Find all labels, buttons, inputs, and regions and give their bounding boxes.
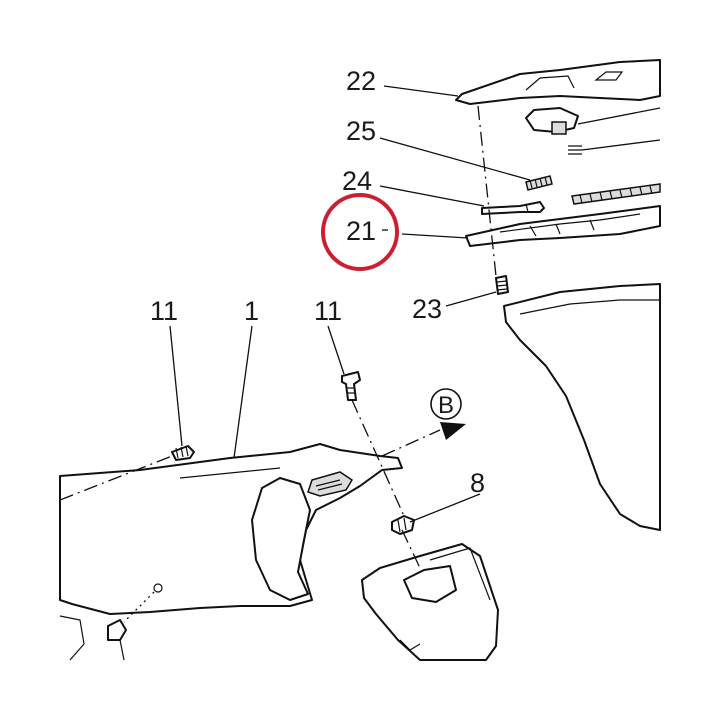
- leader-11-right: [327, 325, 345, 375]
- leader-21: [401, 233, 469, 239]
- highlight-circle-21: [321, 193, 399, 271]
- part-25-spring: [525, 175, 553, 191]
- part-21-lock-plate: [465, 205, 661, 247]
- leader-8: [409, 493, 481, 523]
- part-8-bolt: [391, 515, 415, 535]
- callout-b: B: [438, 392, 454, 419]
- callout-b-circle: [430, 388, 462, 420]
- rear-frame-panel: [503, 283, 661, 531]
- leader-25: [379, 137, 531, 181]
- rear-cover: [361, 543, 499, 661]
- leader-1: [233, 325, 253, 459]
- callout-8: 8: [470, 468, 485, 498]
- part-24-pin: [481, 201, 545, 215]
- long-spring: [571, 183, 661, 205]
- leader-24: [379, 185, 485, 207]
- direction-arrow-b-head: [440, 422, 466, 440]
- lower-bolt: [107, 583, 163, 661]
- leader-22: [383, 85, 459, 97]
- part-1-side-fairing: [59, 443, 403, 615]
- callout-11-left: 11: [150, 296, 178, 326]
- part-11-screw-right: [341, 371, 361, 401]
- axis-bolt-8: [401, 529, 421, 569]
- callout-21: 21: [346, 216, 376, 246]
- cable-spring: [568, 139, 661, 155]
- leader-23: [445, 291, 497, 307]
- latch-block: [525, 107, 661, 135]
- callout-25: 25: [346, 116, 376, 146]
- direction-arrow-b-line: [381, 429, 441, 457]
- callout-23: 23: [412, 294, 442, 324]
- leader-11-left: [169, 325, 183, 447]
- callout-22: 22: [346, 66, 376, 96]
- part-23-screw: [495, 275, 509, 295]
- part-11-screw-left: [171, 445, 195, 461]
- axis-screw-11-right: [351, 399, 405, 517]
- part-22-seat-tray: [455, 59, 661, 105]
- left-frame-fragment: [59, 615, 85, 661]
- axis-22-23: [477, 105, 497, 277]
- callout-1: 1: [244, 296, 259, 326]
- axis-screw-11-left: [59, 455, 173, 501]
- callout-24: 24: [342, 166, 372, 196]
- callout-11-right: 11: [314, 296, 342, 326]
